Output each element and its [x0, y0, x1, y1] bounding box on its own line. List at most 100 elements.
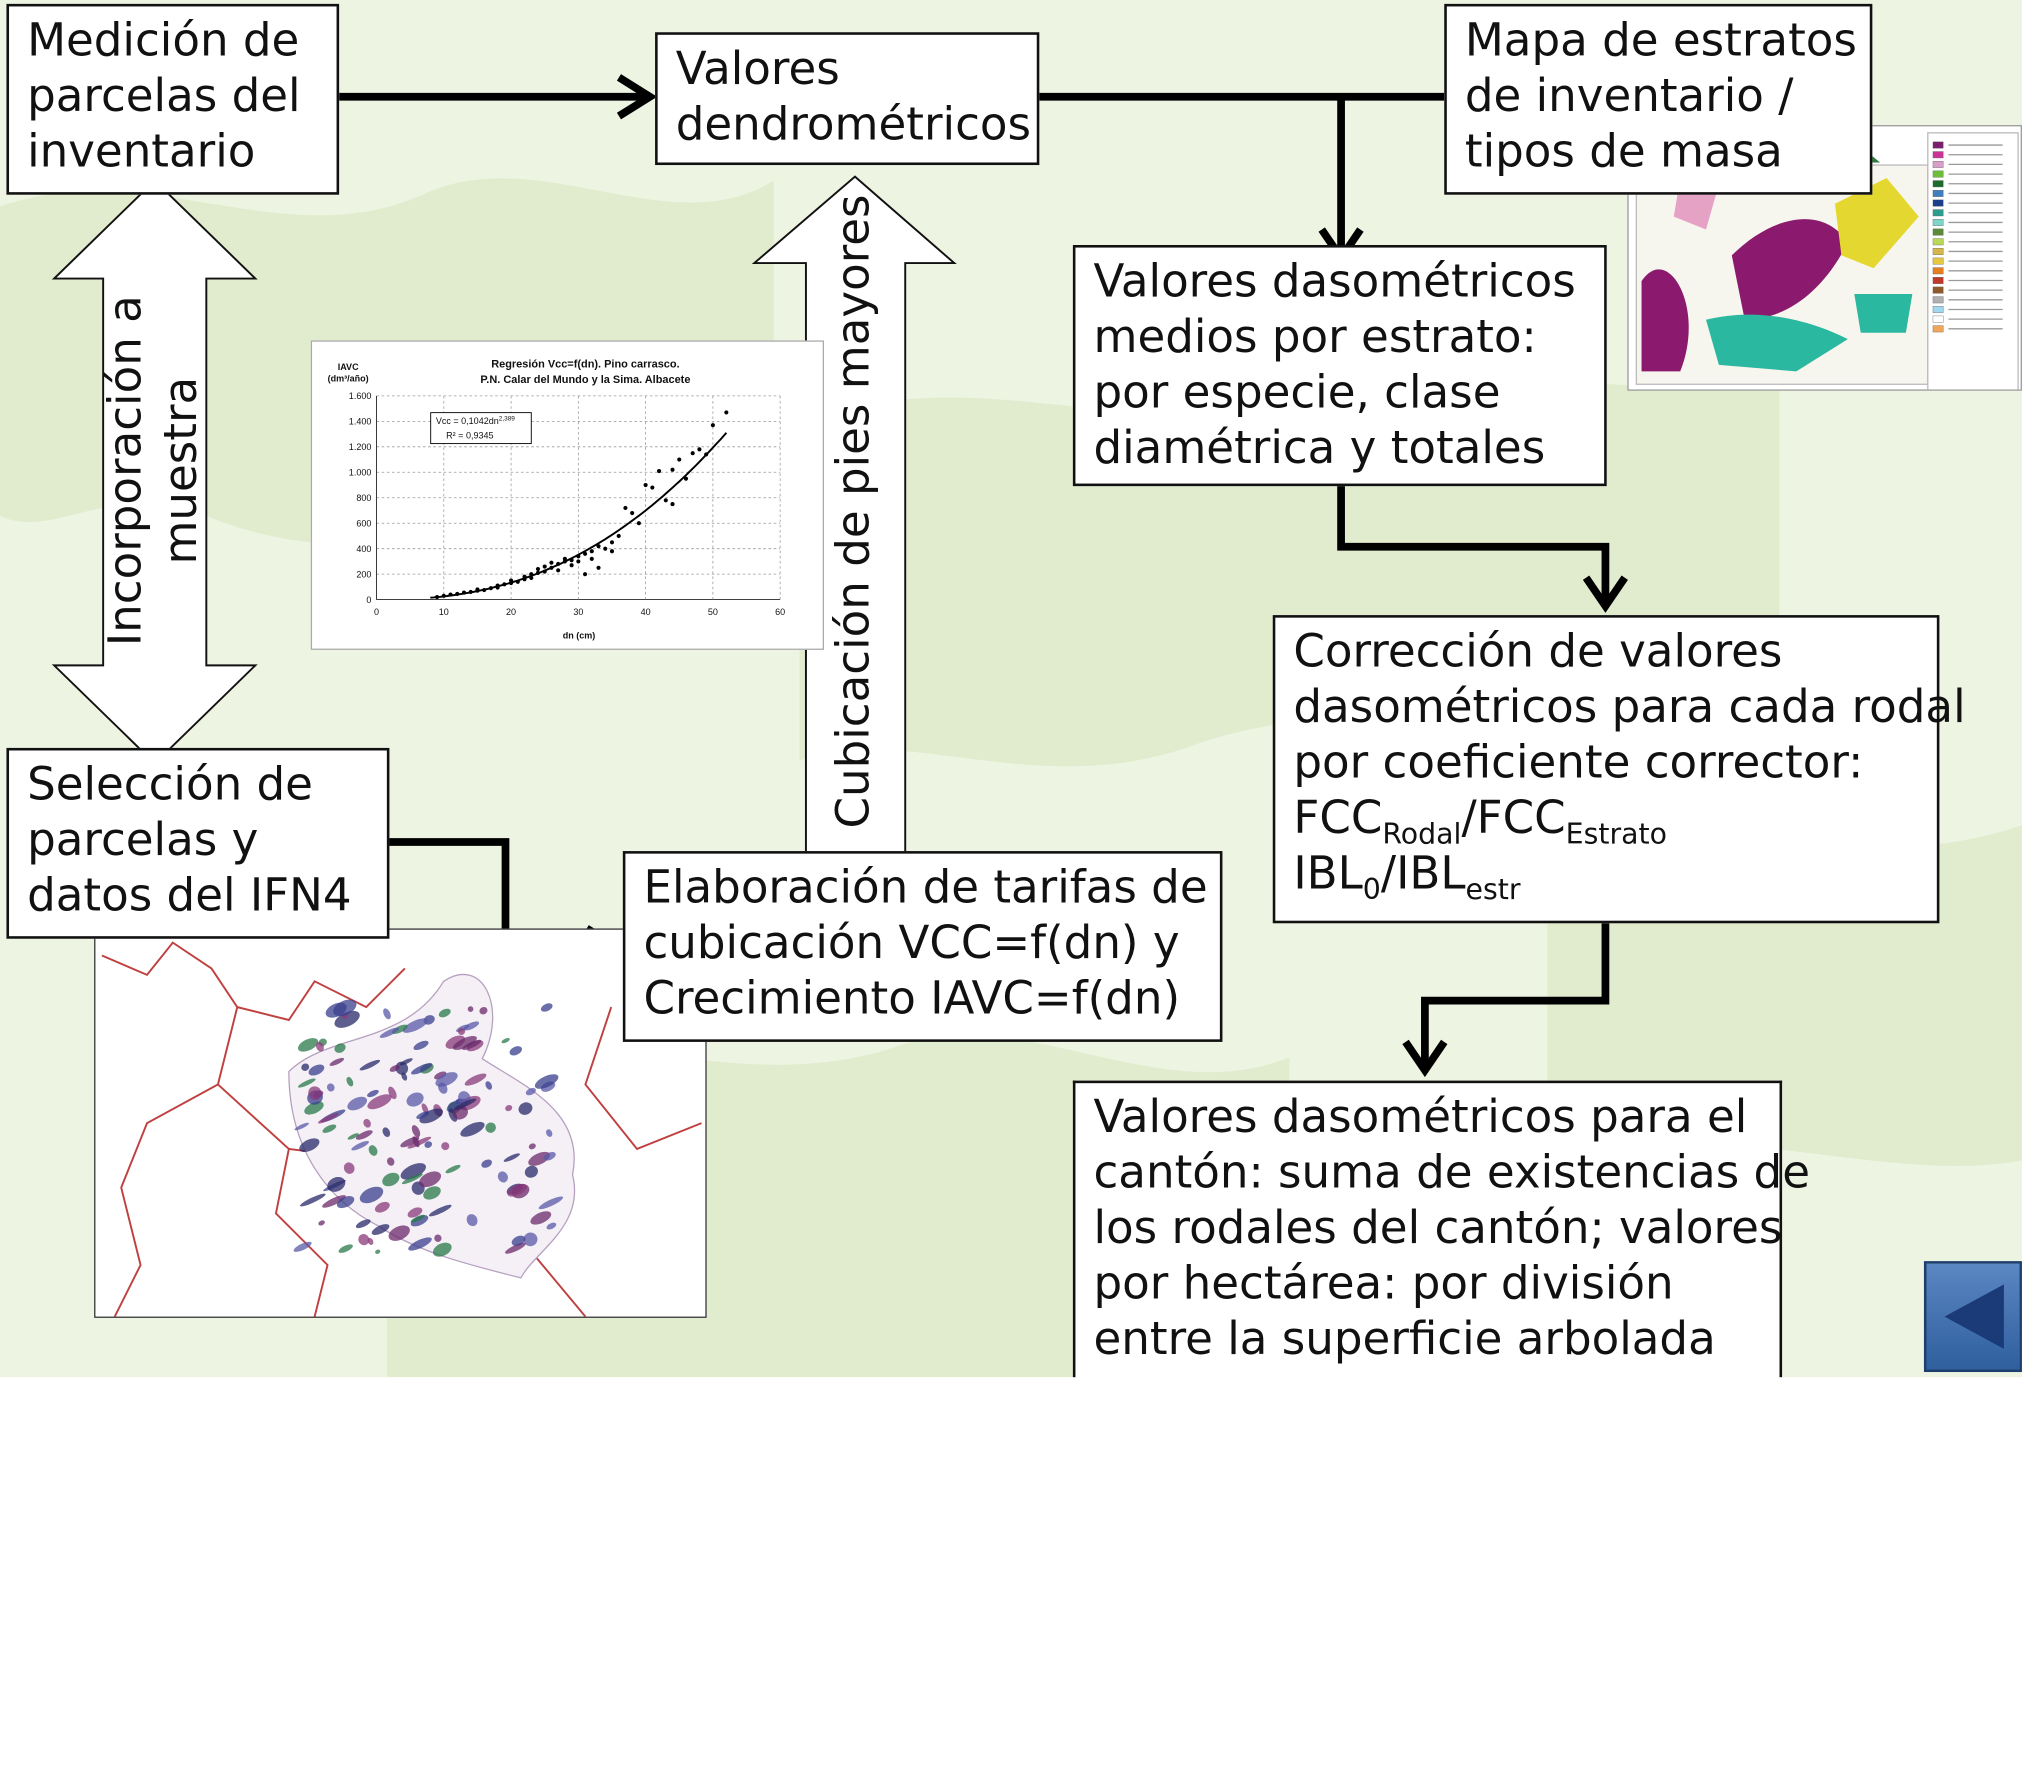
chart-point: [562, 556, 567, 561]
chart-xtick-label: 30: [573, 607, 583, 617]
map-forest-patch: [435, 1072, 458, 1087]
map-forest-patch: [481, 1159, 493, 1168]
map-forest-patch: [329, 1057, 345, 1066]
box-elaboracion-line3: Crecimiento IAVC=f(dn): [643, 973, 1181, 1026]
legend-swatch: [1932, 141, 1944, 149]
map-forest-patch: [322, 1124, 337, 1133]
chart-point: [663, 498, 668, 503]
chart-point: [535, 570, 541, 575]
arrowhead-down-3: [1402, 1039, 1448, 1078]
legend-swatch: [1932, 257, 1944, 265]
chart-ytick-label: 400: [356, 544, 371, 554]
chart-ytick-label: 1.600: [349, 391, 372, 401]
chart-point: [670, 467, 675, 472]
box-correccion: Corrección de valores dasométricos para …: [1272, 615, 1966, 924]
map-forest-patch: [434, 1234, 442, 1242]
map-forest-patch: [406, 1092, 424, 1107]
map-forest-patch: [358, 1233, 370, 1246]
chart-ytick-label: 1.200: [349, 442, 372, 452]
ibl-separator: /: [1380, 848, 1397, 901]
back-button[interactable]: [1923, 1261, 2022, 1373]
map-forest-patch: [528, 1143, 536, 1150]
map-forest-patch: [407, 1207, 423, 1218]
map-forest-patch: [297, 1038, 319, 1052]
chart-ytick-label: 0: [366, 595, 371, 605]
map-forest-patch: [382, 1172, 400, 1187]
chart-point: [542, 569, 547, 574]
map-forest-patch: [343, 1162, 355, 1174]
chart-point: [657, 468, 662, 474]
map-forest-patch: [371, 1224, 390, 1235]
map-forest-patch: [308, 1086, 322, 1101]
chart-title: Regresión Vcc=f(dn). Pino carrasco.: [491, 359, 679, 371]
box-correccion-line3: por coeficiente corrector:: [1293, 737, 1864, 790]
box-elaboracion-line1: Elaboración de tarifas de: [643, 862, 1208, 915]
map-forest-patch: [524, 1165, 538, 1178]
box-canton-line3: los rodales del cantón; valores: [1093, 1203, 1783, 1255]
map-forest-patch: [505, 1242, 526, 1254]
chart-xtick-label: 10: [439, 607, 449, 617]
map-forest-patch: [379, 1027, 400, 1038]
map-forest-patch: [505, 1104, 513, 1112]
arrowhead-down-2: [1582, 575, 1628, 613]
chart-point: [596, 565, 601, 570]
chart-point: [522, 577, 527, 582]
map-forest-patch: [540, 1003, 553, 1012]
map-forest-patch: [382, 1127, 391, 1137]
box-canton-line2: cantón: suma de existencias de: [1093, 1147, 1810, 1200]
box-medios-line4: diamétrica y totales: [1093, 422, 1546, 475]
arrowhead-right-1: [616, 74, 658, 120]
box-medios-line3: por especie, clase: [1093, 367, 1501, 420]
chart-point: [576, 554, 581, 559]
legend-swatch: [1932, 180, 1944, 188]
label-incorporacion: Incorporación a muestra: [99, 264, 210, 677]
map-forest-patch: [424, 1141, 433, 1148]
map-forest-patch: [452, 1035, 477, 1050]
chart-equation: Vcc = 0,1042dn2,389: [436, 415, 515, 426]
chart-point: [569, 563, 574, 568]
chart-xlabel: dn (cm): [563, 630, 596, 640]
chart-point: [589, 549, 594, 554]
legend-swatch: [1932, 209, 1944, 217]
map-forest-patch: [419, 1171, 442, 1188]
label-cubicacion: Cubicación de pies mayores: [827, 194, 882, 828]
chart-subtitle: P.N. Calar del Mundo y la Sima. Albacete: [480, 374, 690, 386]
map-forest-patch: [402, 1018, 429, 1033]
map-forest-patch: [467, 1006, 474, 1012]
legend-swatch: [1932, 170, 1944, 178]
chart-xtick-label: 20: [506, 607, 516, 617]
chart-ytick-label: 800: [356, 493, 371, 503]
map-forest-patch: [543, 1152, 556, 1161]
region-map-image: [94, 928, 707, 1318]
chart-point: [650, 485, 655, 490]
chart-point: [441, 593, 446, 598]
map-forest-patch: [407, 1136, 432, 1149]
box-medicion-parcelas: Medición de parcelas del inventario: [6, 3, 340, 195]
fcc-separator: /: [1461, 793, 1477, 845]
legend-swatch: [1932, 267, 1944, 275]
map-forest-patch: [346, 1076, 354, 1087]
chart-point: [529, 575, 534, 581]
map-forest-patch: [453, 1098, 477, 1110]
chart-point: [488, 586, 493, 591]
fcc-estrato: FCC: [1476, 793, 1566, 845]
chart-point: [609, 549, 615, 554]
map-forest-patch: [412, 1136, 420, 1148]
map-forest-patch: [408, 1237, 432, 1251]
chart-point: [455, 591, 460, 596]
chart-point: [448, 592, 453, 597]
box-canton-line5: entre la superficie arbolada: [1093, 1314, 1716, 1366]
map-forest-patch: [325, 1002, 347, 1018]
map-forest-patch: [395, 1061, 409, 1075]
chart-point: [596, 544, 601, 549]
legend-swatch: [1932, 160, 1944, 168]
map-forest-patch: [518, 1102, 533, 1115]
chart-point: [475, 587, 480, 592]
box-seleccion-line1: Selección de: [27, 759, 313, 812]
chart-point: [623, 505, 628, 510]
map-forest-patch: [375, 1249, 381, 1254]
map-forest-patch: [428, 1204, 452, 1217]
map-forest-patch: [351, 1141, 369, 1151]
box-valores-dasometricos-medios: Valores dasométricos medios por estrato:…: [1072, 245, 1607, 487]
map-forest-patch: [416, 1111, 430, 1119]
